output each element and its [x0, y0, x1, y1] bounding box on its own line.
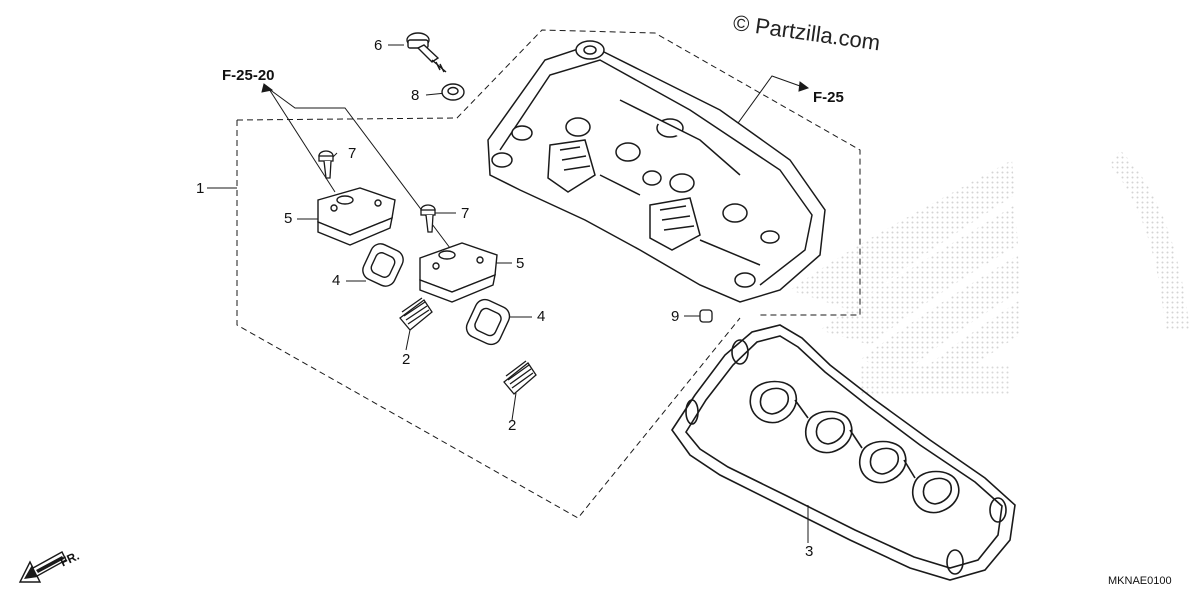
callout-5a: 5: [284, 210, 293, 227]
ref-label-f-25-20: F-25-20: [222, 67, 275, 84]
leader-lines: [207, 44, 810, 543]
ref-label-f-25: F-25: [813, 89, 844, 106]
part-3-gasket: [671, 324, 1016, 581]
part-4-seals: [362, 243, 511, 346]
callout-1: 1: [196, 180, 205, 197]
part-7-bolts: [318, 150, 436, 233]
callout-9: 9: [671, 308, 680, 325]
honda-wing-watermark: [790, 150, 1190, 395]
callout-8: 8: [411, 87, 420, 104]
callout-3: 3: [805, 543, 814, 560]
part-2-reeds: [399, 297, 537, 395]
part-9-dowel: [699, 309, 713, 323]
callout-5b: 5: [516, 255, 525, 272]
callout-7b: 7: [461, 205, 470, 222]
callout-4b: 4: [537, 308, 546, 325]
callout-7a: 7: [348, 145, 357, 162]
part-6-bolt: [406, 32, 447, 73]
cylinder-head-cover: [487, 40, 826, 303]
arrow-down-left-icon: [18, 551, 67, 583]
diagram-code: MKNAE0100: [1108, 575, 1172, 587]
part-8-washer: [441, 83, 465, 101]
assembly-outlines: [236, 29, 861, 519]
callout-6: 6: [374, 37, 383, 54]
part-5-covers: [317, 187, 498, 303]
callout-4a: 4: [332, 272, 341, 289]
callout-2b: 2: [508, 417, 517, 434]
callout-2a: 2: [402, 351, 411, 368]
